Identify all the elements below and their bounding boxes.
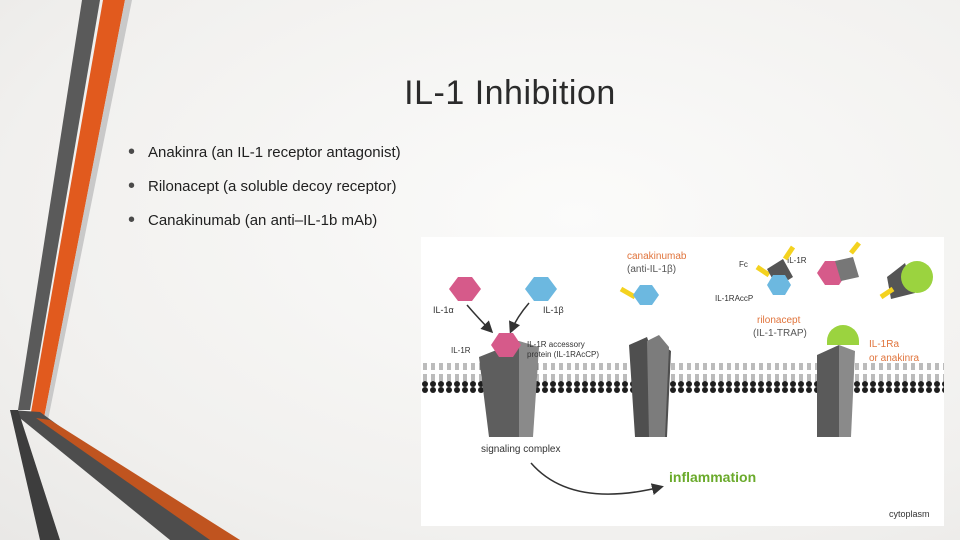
il1b-label: IL-1β (543, 305, 564, 315)
rilonacept-label: rilonacept (757, 315, 801, 326)
fc-label: Fc (739, 260, 748, 269)
il1ra-receptor-side (839, 345, 855, 437)
or-anakinra-label: or anakinra (869, 353, 919, 364)
bullet-item: • Anakinra (an IL-1 receptor antagonist) (128, 140, 401, 174)
il1a-label: IL-1α (433, 305, 454, 315)
trapped-il1b-hexagon (633, 285, 659, 305)
il1r-top-label: IL-1R (787, 256, 807, 265)
bullet-dot-icon: • (128, 208, 135, 232)
il1raccp-label: IL-1RAccP (715, 294, 753, 303)
bullet-text: Anakinra (an IL-1 receptor antagonist) (148, 144, 401, 161)
il1ra-label: IL-1Ra (869, 339, 899, 350)
inflammation-label: inflammation (669, 469, 756, 485)
bullet-item: • Canakinumab (an anti–IL-1b mAb) (128, 208, 401, 242)
il1trap-label: (IL-1-TRAP) (753, 328, 807, 339)
cytoplasm-label: cytoplasm (889, 509, 930, 519)
bullet-dot-icon: • (128, 140, 135, 164)
bullet-text: Canakinumab (an anti–IL-1b mAb) (148, 212, 377, 229)
bullet-text: Rilonacept (a soluble decoy receptor) (148, 178, 396, 195)
il1-pathway-diagram: IL-1α IL-1β IL-1R IL-1R accessory protei… (421, 237, 944, 526)
signaling-complex-label: signaling complex (481, 444, 561, 455)
il1ra-bound-icon (827, 325, 859, 345)
fc-fragment-icon (851, 243, 859, 253)
bullet-item: • Rilonacept (a soluble decoy receptor) (128, 174, 401, 208)
il1ra-ball-icon (901, 261, 933, 293)
anti-il1b-label: (anti-IL-1β) (627, 264, 676, 275)
signal-arrow-icon (531, 463, 661, 494)
slide-title: IL-1 Inhibition (300, 74, 720, 113)
canakinumab-label: canakinumab (627, 251, 687, 262)
il1-alpha-hexagon (449, 277, 481, 301)
fc-fragment-icon (757, 267, 769, 275)
binding-arrow-icon (467, 305, 491, 331)
bullet-dot-icon: • (128, 174, 135, 198)
il1r-label: IL-1R (451, 346, 471, 355)
il1-beta-hexagon (525, 277, 557, 301)
bullet-list: • Anakinra (an IL-1 receptor antagonist)… (128, 140, 401, 242)
binding-arrow-icon (511, 303, 529, 331)
canakinumab-antibody-icon (621, 289, 635, 297)
accessory-label-line1: IL-1R accessory (527, 340, 585, 349)
accessory-label-line2: protein (IL-1RAcCP) (527, 350, 599, 359)
